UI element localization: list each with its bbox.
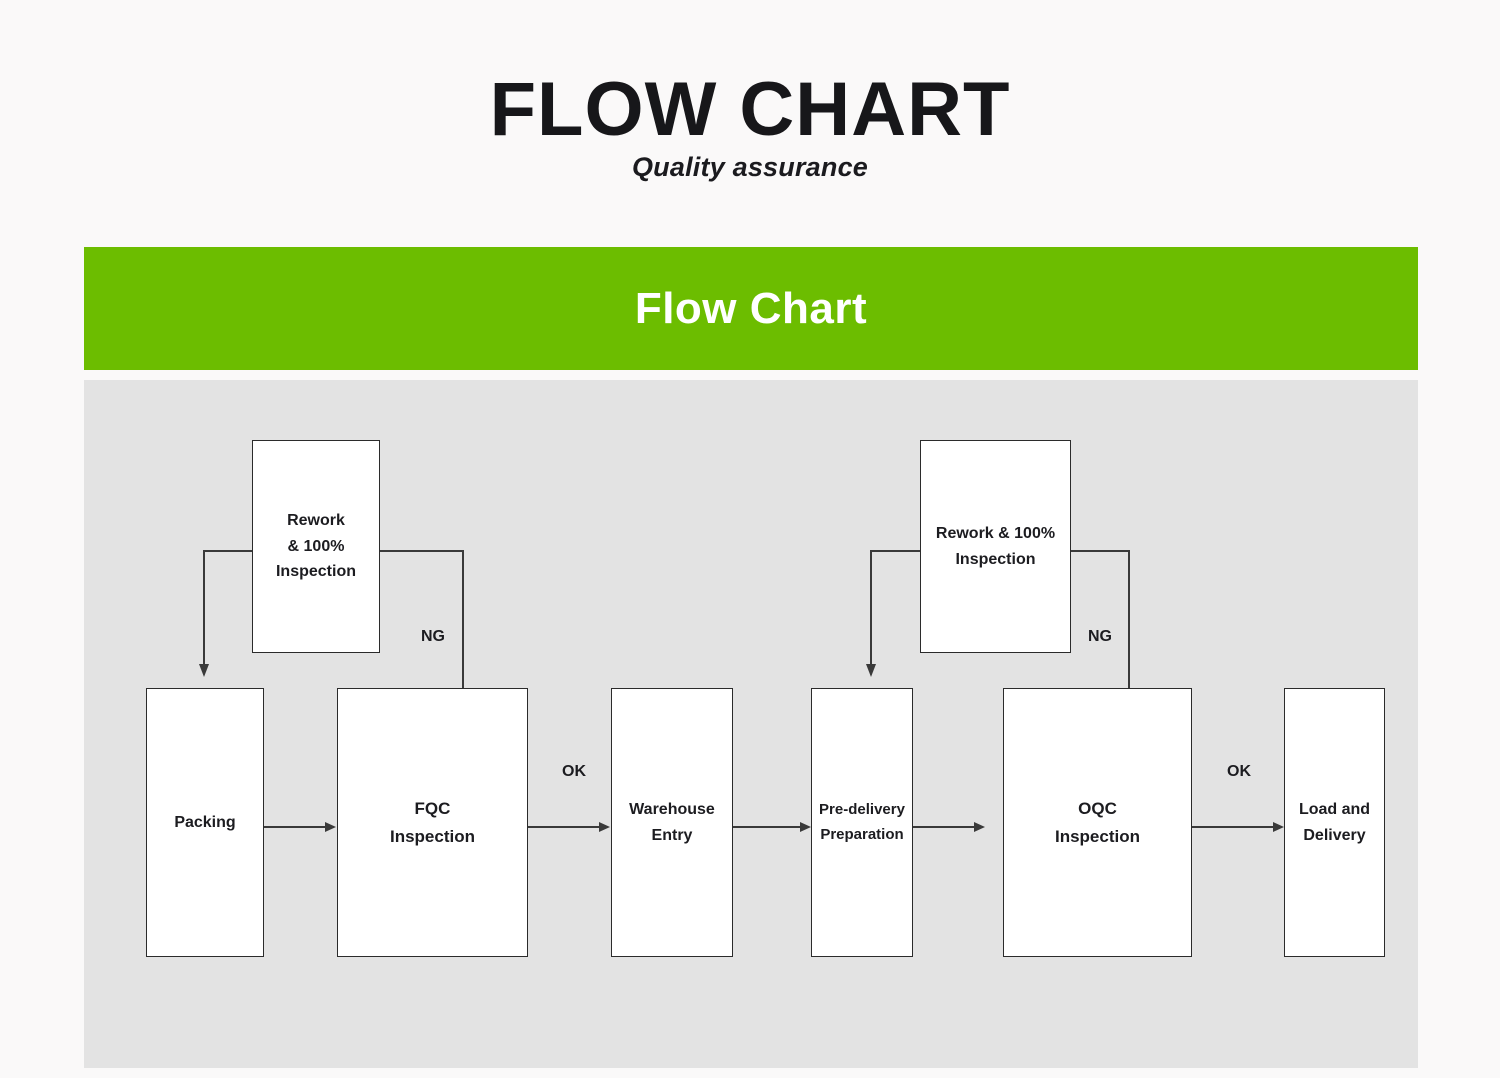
node-label-line: Inspection (275, 563, 356, 581)
node-oqc-inspection[interactable]: OQC Inspection (1003, 688, 1192, 957)
node-label-line: Inspection (1054, 826, 1140, 846)
node-rework-inspection-2[interactable]: Rework & 100% Inspection (920, 440, 1071, 653)
connector-fqc-to-warehouse (528, 826, 600, 828)
arrowhead-predelivery-to-oqc (974, 821, 985, 832)
node-packing[interactable]: Packing (146, 688, 264, 957)
node-label-line: Delivery (1303, 826, 1366, 844)
node-label-line: Packing (174, 813, 236, 831)
node-label-line: Preparation (820, 825, 904, 843)
node-label-line: Inspection (389, 826, 475, 846)
connector-rework2-left-vertical (870, 550, 872, 666)
connector-fqc-ng-vertical (462, 550, 464, 688)
banner-title: Flow Chart (634, 283, 868, 333)
arrowhead-rework2-to-predelivery (865, 664, 876, 677)
connector-rework2-left-horizontal (870, 550, 921, 552)
page-subtitle: Quality assurance (631, 152, 868, 182)
page-title: FLOW CHART (489, 67, 1011, 152)
node-label-line: & 100% (287, 537, 345, 555)
node-rework-inspection-1[interactable]: Rework & 100% Inspection (252, 440, 380, 653)
section-banner: Flow Chart (84, 247, 1418, 370)
edge-label-ng-right: NG (1088, 628, 1112, 645)
arrowhead-warehouse-to-predelivery (800, 821, 811, 832)
node-load-and-delivery[interactable]: Load and Delivery (1284, 688, 1385, 957)
arrowhead-packing-to-fqc (325, 821, 336, 832)
edge-label-ok-right: OK (1227, 763, 1251, 780)
page-header: FLOW CHART Quality assurance (0, 0, 1500, 225)
connector-oqc-ng-horizontal (1071, 550, 1130, 552)
connector-predelivery-to-oqc (913, 826, 975, 828)
edge-label-ng-left: NG (421, 628, 445, 645)
node-label-line: Rework & 100% (935, 524, 1056, 542)
flowchart-canvas: NG OK NG OK Rework & 100% Inspection Rew… (84, 380, 1418, 1068)
node-label-line: Pre-delivery (819, 801, 905, 819)
node-label-line: Inspection (955, 550, 1036, 568)
connector-oqc-to-loaddelivery (1192, 826, 1274, 828)
connector-oqc-ng-vertical (1128, 550, 1130, 688)
node-label-line: Rework (287, 511, 345, 529)
arrowhead-oqc-to-loaddelivery (1273, 821, 1284, 832)
node-label-line: Load and (1298, 800, 1371, 818)
node-label-line: FQC (414, 798, 451, 818)
connector-rework1-left-vertical (203, 550, 205, 666)
node-fqc-inspection[interactable]: FQC Inspection (337, 688, 528, 957)
node-label-line: Warehouse (629, 800, 715, 818)
connector-fqc-ng-horizontal (380, 550, 464, 552)
node-pre-delivery-preparation[interactable]: Pre-delivery Preparation (811, 688, 913, 957)
connector-packing-to-fqc (264, 826, 326, 828)
node-warehouse-entry[interactable]: Warehouse Entry (611, 688, 733, 957)
connector-warehouse-to-predelivery (733, 826, 801, 828)
arrowhead-fqc-to-warehouse (599, 821, 610, 832)
node-label-line: OQC (1078, 798, 1117, 818)
edge-label-ok-left: OK (562, 763, 586, 780)
node-label-line: Entry (651, 826, 693, 844)
connector-rework1-left-horizontal (203, 550, 253, 552)
arrowhead-rework1-to-packing (198, 664, 209, 677)
